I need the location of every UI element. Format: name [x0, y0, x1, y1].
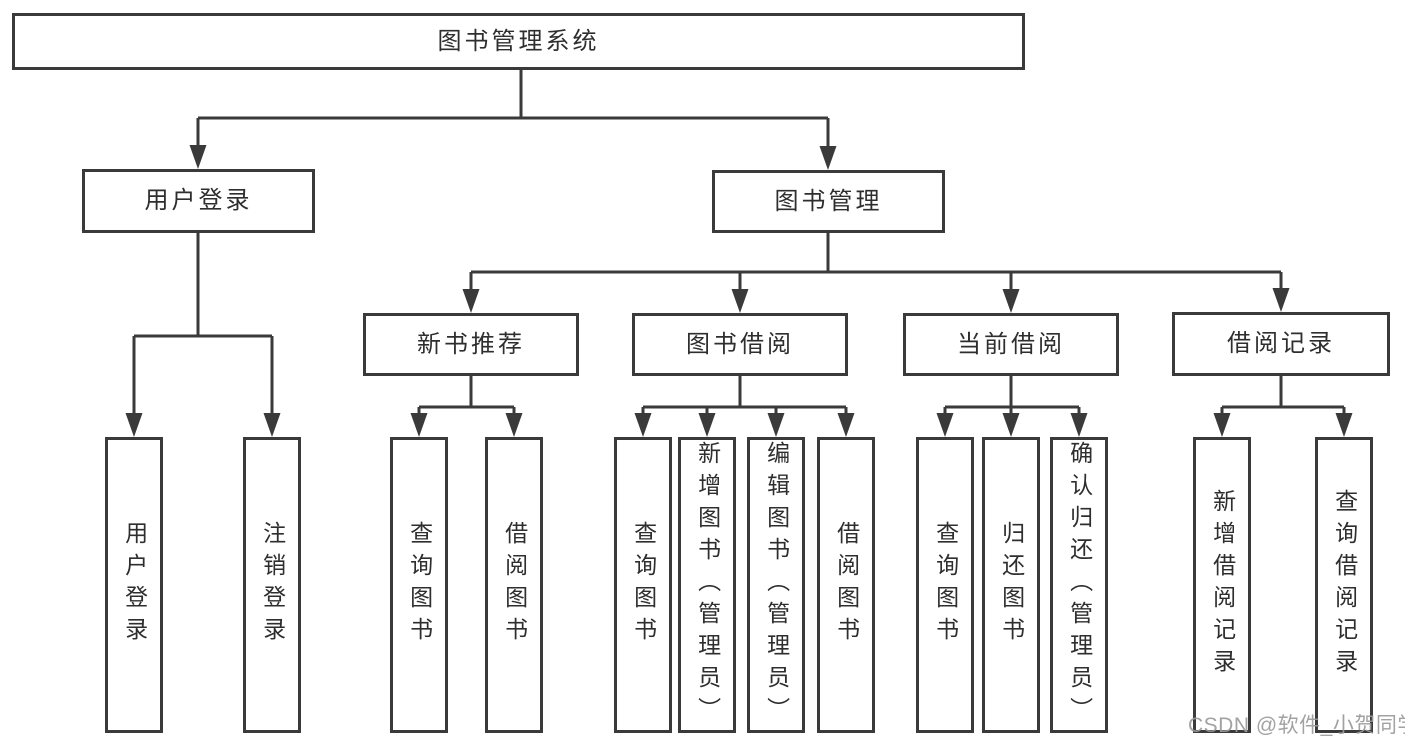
- node-label: 查询借阅记录: [1331, 489, 1358, 681]
- node-borrowing-records: 借阅记录: [1172, 312, 1390, 376]
- leaf-query-borrow-record: 查询借阅记录: [1315, 437, 1373, 733]
- leaf-borrow-books: 借阅图书: [817, 437, 875, 733]
- leaf-edit-book-admin: 编辑图书（管理员）: [747, 437, 805, 733]
- node-label: 注销登录: [259, 521, 286, 649]
- node-label: 查询图书: [932, 521, 959, 649]
- leaf-add-book-admin: 新增图书（管理员）: [678, 437, 736, 733]
- node-label: 查询图书: [630, 521, 657, 649]
- leaf-logout: 注销登录: [243, 437, 301, 733]
- watermark-csdn: CSDN @软件_小贺同学: [1188, 714, 1405, 737]
- node-current-borrowing: 当前借阅: [903, 313, 1119, 376]
- node-label: 借阅图书: [501, 521, 528, 649]
- node-label: 新书推荐: [417, 330, 525, 358]
- node-label: 用户登录: [144, 187, 253, 214]
- leaf-query-books-current: 查询图书: [916, 437, 974, 733]
- node-label: 归还图书: [998, 521, 1025, 649]
- leaf-return-books: 归还图书: [982, 437, 1040, 733]
- node-label: 借阅图书: [833, 521, 860, 649]
- leaf-borrow-books-recommend: 借阅图书: [485, 437, 543, 733]
- node-label: 查询图书: [406, 521, 433, 649]
- node-label: 当前借阅: [957, 330, 1065, 358]
- node-label: 新增图书（管理员）: [694, 441, 721, 729]
- node-label: 图书借阅: [686, 330, 794, 358]
- node-user-login: 用户登录: [82, 169, 315, 233]
- leaf-query-books-recommend: 查询图书: [390, 437, 448, 733]
- node-label: 图书管理系统: [437, 27, 600, 55]
- leaf-query-books-borrowing: 查询图书: [614, 437, 672, 733]
- node-label: 用户登录: [121, 521, 148, 649]
- node-label: 新增借阅记录: [1209, 489, 1236, 681]
- node-label: 编辑图书（管理员）: [763, 441, 790, 729]
- node-label: 借阅记录: [1227, 330, 1335, 357]
- leaf-confirm-return-admin: 确认归还（管理员）: [1050, 437, 1108, 733]
- node-label: 确认归还（管理员）: [1066, 441, 1093, 729]
- node-root: 图书管理系统: [12, 13, 1025, 70]
- node-book-management: 图书管理: [712, 170, 945, 233]
- leaf-add-borrow-record: 新增借阅记录: [1193, 437, 1251, 733]
- node-new-book-recommendation: 新书推荐: [363, 313, 579, 376]
- node-book-borrowing: 图书借阅: [632, 313, 848, 376]
- leaf-user-login: 用户登录: [105, 437, 163, 733]
- node-label: 图书管理: [774, 187, 883, 215]
